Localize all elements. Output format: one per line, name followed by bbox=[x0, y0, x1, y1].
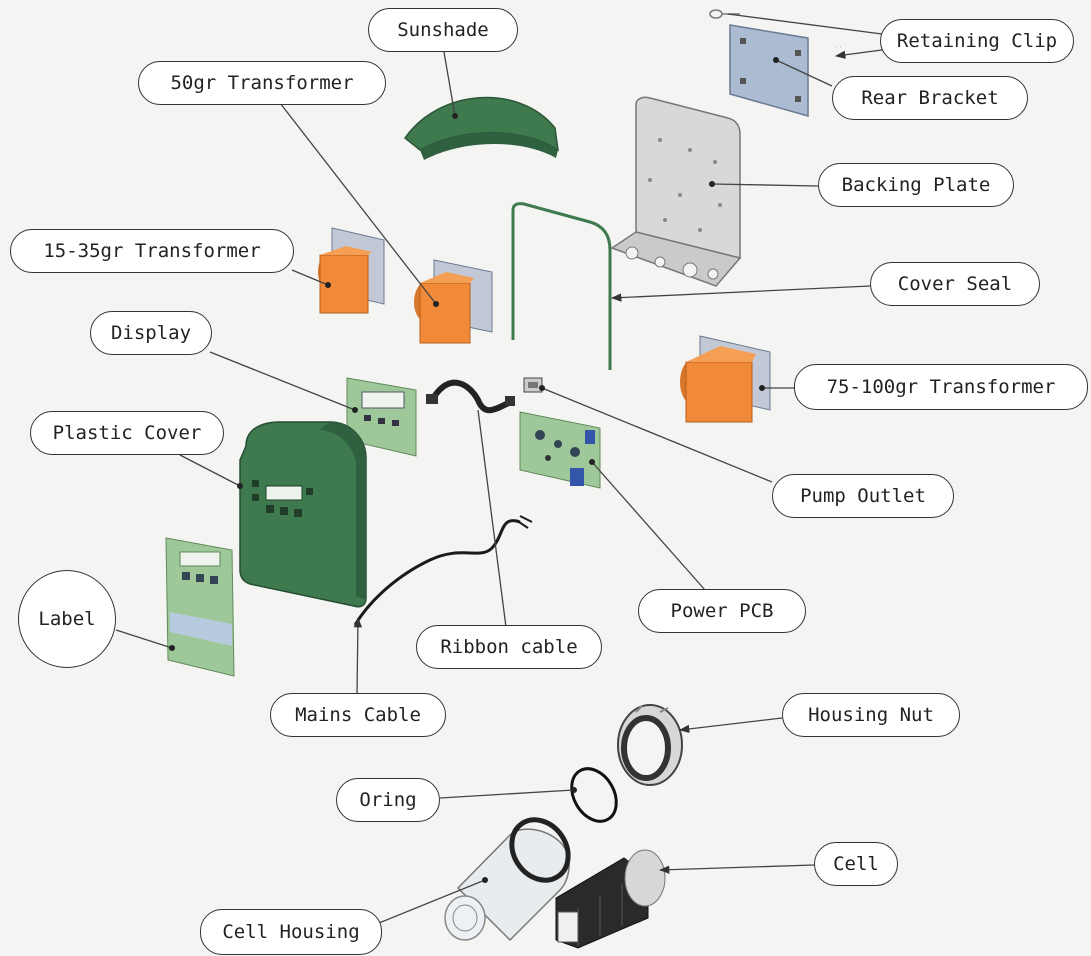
leader-pump-outlet bbox=[541, 387, 773, 483]
transformer-15-35gr-part bbox=[318, 227, 385, 314]
callout-pump-outlet: Pump Outlet bbox=[772, 474, 954, 518]
leader-cover-seal bbox=[610, 285, 871, 302]
leader-15-35gr bbox=[291, 269, 329, 286]
leader-plastic-cover bbox=[179, 454, 241, 487]
leader-cell bbox=[658, 864, 815, 874]
callout-plastic-cover: Plastic Cover bbox=[30, 411, 224, 455]
housing-nut-part bbox=[617, 704, 683, 786]
callout-75-100gr-transformer: 75-100gr Transformer bbox=[794, 364, 1088, 410]
cover-seal-part bbox=[511, 202, 612, 370]
pump-outlet-part bbox=[523, 377, 543, 393]
svg-text:· ·: · · bbox=[834, 43, 842, 52]
power-pcb-part bbox=[519, 411, 601, 489]
callout-ribbon-cable: Ribbon cable bbox=[416, 625, 602, 669]
leader-display bbox=[209, 351, 356, 411]
callout-display: Display bbox=[90, 311, 212, 355]
rear-bracket-part bbox=[729, 24, 809, 117]
callout-retaining-clip: Retaining Clip bbox=[880, 19, 1074, 63]
leader-retaining-clip-2 bbox=[834, 49, 883, 59]
leader-backing-plate bbox=[711, 183, 819, 187]
leader-housing-nut bbox=[678, 717, 783, 734]
leader-oring bbox=[439, 789, 575, 799]
ribbon-cable-part bbox=[426, 379, 515, 414]
leader-50gr bbox=[279, 102, 437, 305]
callout-cell: Cell bbox=[814, 842, 898, 886]
callout-cell-housing: Cell Housing bbox=[200, 909, 382, 955]
leader-mains-cable bbox=[353, 616, 363, 696]
leader-cell-housing bbox=[373, 879, 486, 926]
callout-rear-bracket: Rear Bracket bbox=[832, 76, 1028, 120]
mains-cable-part bbox=[353, 515, 533, 626]
label-sticker-part bbox=[165, 537, 235, 677]
callout-housing-nut: Housing Nut bbox=[782, 693, 960, 737]
leader-power-pcb bbox=[591, 461, 706, 591]
backing-plate-part bbox=[610, 96, 742, 287]
leader-sunshade bbox=[443, 51, 456, 117]
leader-label bbox=[115, 629, 173, 649]
callout-sunshade: Sunshade bbox=[368, 8, 518, 52]
transformer-50gr-part bbox=[414, 259, 493, 344]
callout-power-pcb: Power PCB bbox=[638, 589, 806, 633]
oring-part bbox=[570, 767, 618, 823]
callout-oring: Oring bbox=[336, 778, 440, 822]
leader-rear-bracket bbox=[775, 59, 833, 87]
callout-15-35gr-transformer: 15-35gr Transformer bbox=[10, 229, 294, 273]
display-board-part bbox=[346, 377, 417, 457]
plastic-cover-part bbox=[239, 421, 367, 608]
leader-ribbon-cable bbox=[477, 409, 507, 628]
transformer-75-100gr-part bbox=[680, 335, 771, 423]
leader-retaining-clip-1 bbox=[727, 13, 883, 35]
sunshade-part bbox=[403, 96, 559, 160]
callout-mains-cable: Mains Cable bbox=[270, 693, 446, 737]
callout-cover-seal: Cover Seal bbox=[870, 262, 1040, 306]
cell-part bbox=[555, 849, 666, 949]
callout-label: Label bbox=[18, 570, 116, 668]
callout-backing-plate: Backing Plate bbox=[818, 163, 1014, 207]
cell-housing-part bbox=[444, 817, 571, 942]
callout-50gr-transformer: 50gr Transformer bbox=[138, 61, 386, 105]
